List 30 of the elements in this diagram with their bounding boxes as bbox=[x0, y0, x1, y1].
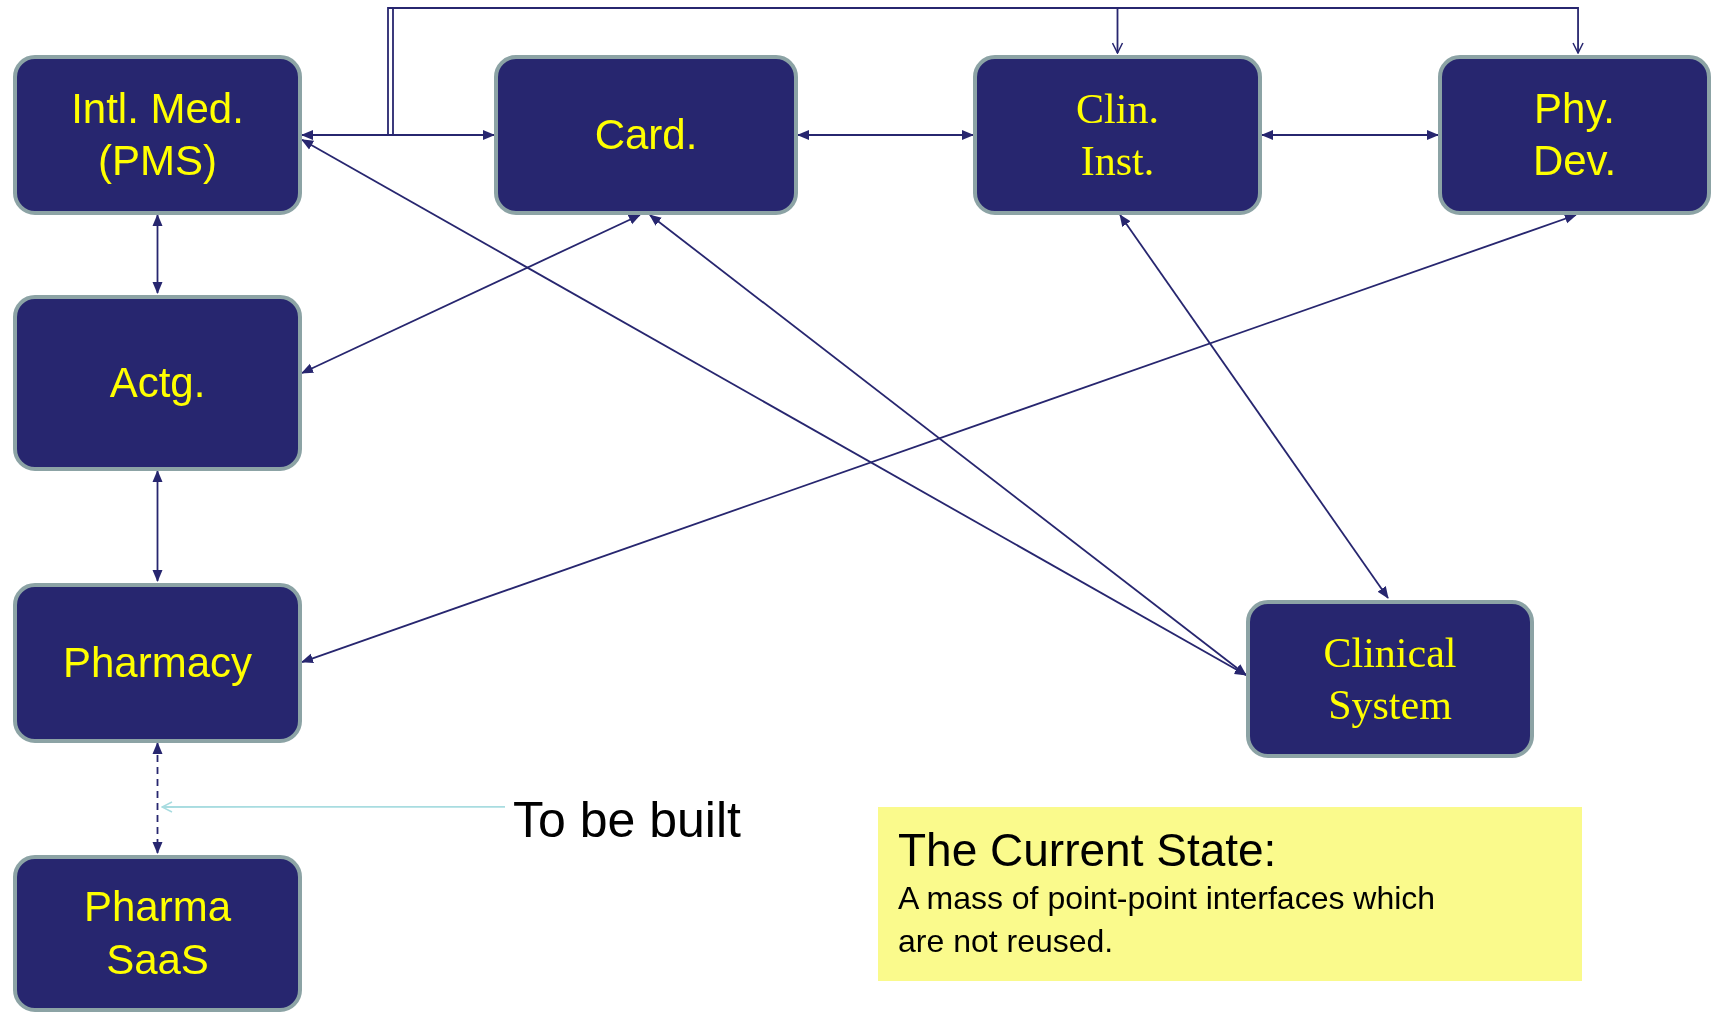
system-box bbox=[1438, 55, 1711, 215]
box-label: Pharmacy bbox=[62, 637, 253, 688]
box-label: Phy. Dev. bbox=[1531, 83, 1618, 186]
box-label: Card. bbox=[594, 109, 698, 160]
box-label: Clinical System bbox=[1322, 628, 1458, 730]
box-label: Intl. Med. (PMS) bbox=[70, 83, 245, 186]
connector-arrow bbox=[152, 470, 163, 582]
box-label: Pharma SaaS bbox=[82, 882, 233, 985]
connector-arrow bbox=[1119, 214, 1389, 599]
connector-arrow bbox=[152, 214, 163, 294]
system-box bbox=[13, 855, 302, 1012]
connector-arrow bbox=[301, 214, 641, 374]
note-heading: The Current State: bbox=[898, 824, 1278, 878]
system-box bbox=[494, 55, 798, 215]
pointer-arrow bbox=[161, 801, 506, 813]
note-text: A mass of point-point interfaces which are not reused. bbox=[898, 879, 1437, 962]
connector-arrow bbox=[649, 214, 1247, 676]
system-box bbox=[1246, 600, 1534, 758]
connector-arrow bbox=[1261, 130, 1439, 140]
note-box bbox=[878, 807, 1582, 981]
connector-arrow bbox=[301, 213, 1577, 664]
system-box bbox=[13, 55, 302, 215]
connector-arrow bbox=[797, 130, 974, 140]
system-box bbox=[973, 55, 1262, 215]
box-label: Clin. Inst. bbox=[1075, 84, 1160, 186]
system-box bbox=[13, 583, 302, 743]
annotation-text: To be built bbox=[513, 795, 741, 845]
box-label: Actg. bbox=[109, 357, 206, 408]
connector-arrow bbox=[152, 742, 163, 854]
system-box bbox=[13, 295, 302, 471]
